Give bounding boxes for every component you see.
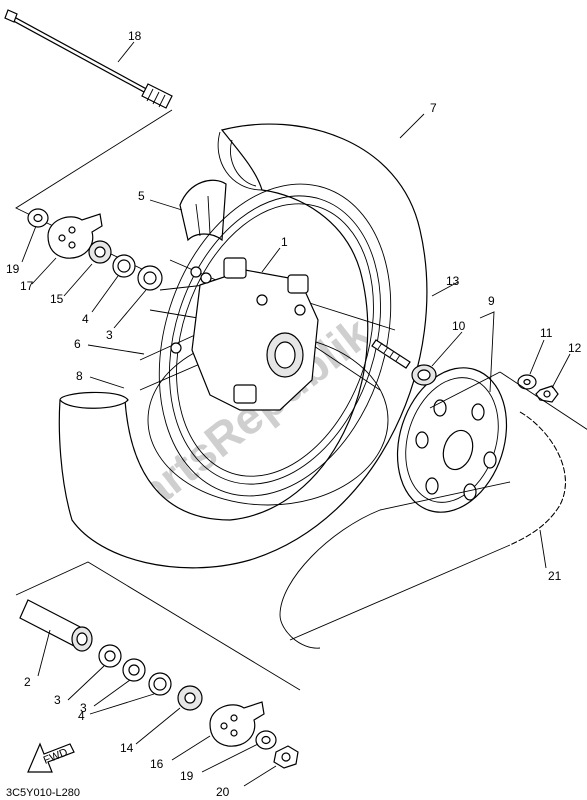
callout-15: 15 — [50, 292, 64, 306]
callout-4-upper: 4 — [82, 312, 89, 326]
forward-arrow-icon: FWD — [27, 742, 75, 773]
axle-nut-part — [273, 745, 299, 769]
callout-3-upper: 3 — [106, 328, 113, 342]
collar-washer-lower — [255, 730, 277, 750]
oil-seal-upper — [88, 240, 112, 264]
callout-18: 18 — [128, 29, 142, 43]
sprocket-group-outline — [499, 371, 587, 430]
callout-12: 12 — [568, 341, 582, 355]
callout-6: 6 — [74, 337, 81, 351]
callout-17: 17 — [20, 279, 34, 293]
callout-19-lower: 19 — [180, 769, 194, 783]
axle-part — [4, 9, 173, 109]
hub-part — [170, 257, 319, 411]
drawing-code: 3C5Y010-L280 — [6, 787, 80, 799]
callout-11: 11 — [540, 326, 553, 340]
sprocket-group-outline-2 — [429, 371, 501, 409]
sprocket-nut-part — [535, 385, 559, 403]
bearing-lower-1 — [98, 644, 122, 668]
chain-part — [279, 411, 566, 649]
oil-seal-lower — [177, 685, 203, 711]
callout-10: 10 — [452, 319, 466, 333]
callout-2: 2 — [24, 675, 31, 689]
bolt-part — [371, 339, 411, 369]
spacer-part — [19, 599, 93, 652]
lock-washer-part — [517, 374, 537, 390]
bearing-upper — [137, 265, 163, 291]
bearing-lower-2 — [122, 658, 146, 682]
callout-14: 14 — [120, 741, 134, 755]
callout-21: 21 — [548, 569, 562, 583]
callout-9: 9 — [488, 294, 495, 308]
collar-washer-upper — [27, 208, 49, 228]
callout-4-lower: 4 — [78, 709, 85, 723]
callout-20: 20 — [216, 785, 230, 799]
callout-16: 16 — [150, 757, 164, 771]
callout-5: 5 — [138, 189, 145, 203]
collar-part — [411, 364, 437, 386]
speedometer-gear-upper — [47, 213, 103, 259]
callout-numbers: 18 7 5 1 13 9 10 11 12 6 8 19 17 15 4 3 … — [6, 29, 582, 799]
callout-19-upper: 19 — [6, 262, 20, 276]
callout-13: 13 — [446, 274, 460, 288]
tire-part — [58, 123, 428, 569]
sprocket-part — [396, 367, 508, 513]
callout-1: 1 — [281, 235, 288, 249]
callout-7: 7 — [430, 101, 437, 115]
circlip-upper — [112, 254, 136, 278]
callout-3-lower-a: 3 — [54, 693, 61, 707]
leader-lines — [21, 41, 571, 787]
circlip-lower — [148, 672, 172, 696]
speedometer-gear-lower — [209, 701, 265, 747]
callout-3-lower-b: 3 — [80, 701, 87, 715]
direction-label: FWD — [42, 746, 70, 767]
callout-8: 8 — [76, 369, 83, 383]
lower-group-outline — [15, 561, 301, 691]
